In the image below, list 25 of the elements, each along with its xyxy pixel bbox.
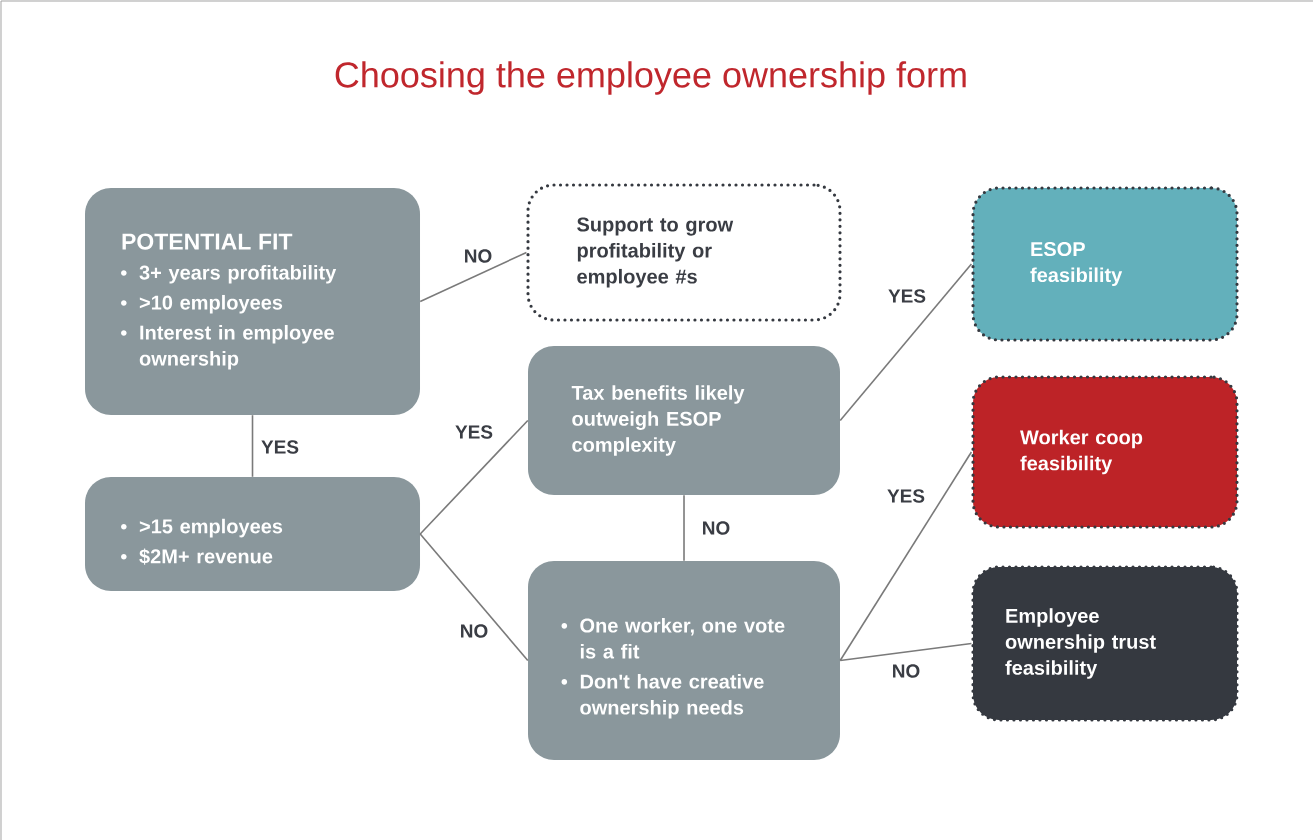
outcome-box: ESOP feasibility <box>971 186 1239 342</box>
outcome-box: Support to grow profitability or employee #s <box>526 183 842 322</box>
title: Choosing the employee ownership form <box>335 61 966 95</box>
decision-box: Tax benefits likely outweigh ESOP complexity <box>528 346 840 495</box>
edge-label: NO <box>461 624 488 638</box>
connector-line <box>419 419 529 535</box>
edge-label: YES <box>455 425 493 439</box>
outcome-box: Employee ownership trust feasibility <box>971 565 1239 722</box>
connector-line <box>683 494 685 562</box>
criteria-box: POTENTIAL FIT 3+ years profitability >10 employees Interest in employee ownership <box>85 188 420 415</box>
edge-label: YES <box>261 440 299 454</box>
connector-line <box>419 251 528 303</box>
outcome-box: Worker coop feasibility <box>971 375 1239 529</box>
edge-label: NO <box>703 521 730 535</box>
connector-line <box>251 414 254 478</box>
connector-line <box>839 451 973 662</box>
edge-label: NO <box>465 249 492 263</box>
edge-label: NO <box>893 664 920 678</box>
connector-line <box>839 263 973 422</box>
edge-label: YES <box>888 289 926 303</box>
criteria-box: >15 employees $2M+ revenue <box>85 477 420 591</box>
connector-line <box>419 533 529 662</box>
connector-line <box>839 642 973 662</box>
edge-label: YES <box>887 489 925 503</box>
criteria-box: One worker, one vote is a fit Don't have creative ownership needs <box>528 561 840 760</box>
